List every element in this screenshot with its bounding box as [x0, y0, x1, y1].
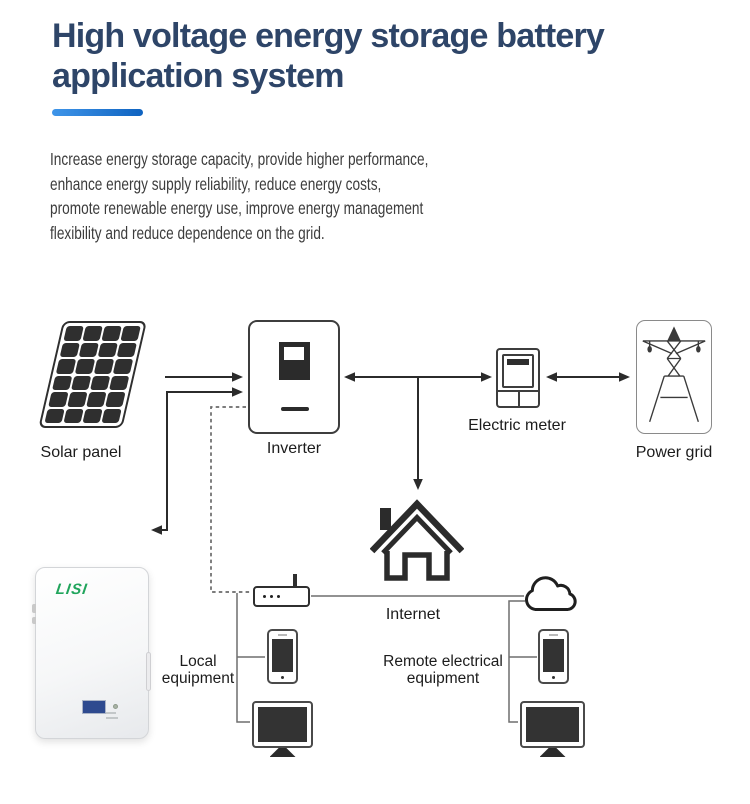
battery-unit-icon: LISI: [32, 567, 151, 739]
inverter-icon: [248, 320, 340, 434]
transmission-tower-icon: [642, 326, 706, 422]
battery-display-screen: [82, 700, 106, 714]
battery-inverter-line: [162, 391, 233, 531]
intro-line: enhance energy supply reliability, reduc…: [50, 173, 382, 194]
power-grid-label: Power grid: [635, 444, 713, 461]
remote-phone-icon: [538, 629, 569, 684]
accent-bar: [52, 109, 143, 116]
local-equipment-label: Local equipment: [161, 653, 235, 687]
local-phone-icon: [267, 629, 298, 684]
solar-panel-label: Solar panel: [40, 444, 122, 461]
page-title-line2: application system: [52, 57, 345, 95]
arrowheads: [151, 372, 630, 535]
electric-meter-label: Electric meter: [468, 417, 566, 434]
cloud-branch-line: [508, 600, 525, 723]
house-icon: [370, 499, 464, 581]
intro-line: Increase energy storage capacity, provid…: [50, 149, 429, 169]
intro-paragraph: Increase energy storage capacity, provid…: [50, 147, 428, 245]
electric-meter-icon: [496, 348, 540, 408]
battery-indicator-led: [113, 704, 118, 709]
cloud-icon: [525, 576, 577, 611]
local-branch-line: [236, 593, 250, 723]
intro-line: flexibility and reduce dependence on the…: [50, 222, 325, 243]
page-title: High voltage energy storage battery appl…: [52, 16, 605, 96]
inverter-router-dashed-line: [210, 406, 252, 593]
router-icon: [253, 574, 310, 607]
battery-brand-logo: LISI: [54, 581, 89, 598]
power-grid-icon: [636, 320, 712, 434]
remote-equipment-label: Remote electrical equipment: [383, 653, 503, 687]
page-title-line1: High voltage energy storage battery: [52, 17, 605, 55]
inverter-label: Inverter: [266, 440, 322, 457]
internet-label: Internet: [385, 606, 441, 623]
local-monitor-icon: [252, 701, 313, 757]
intro-line: promote renewable energy use, improve en…: [50, 198, 424, 219]
remote-monitor-icon: [520, 701, 585, 757]
